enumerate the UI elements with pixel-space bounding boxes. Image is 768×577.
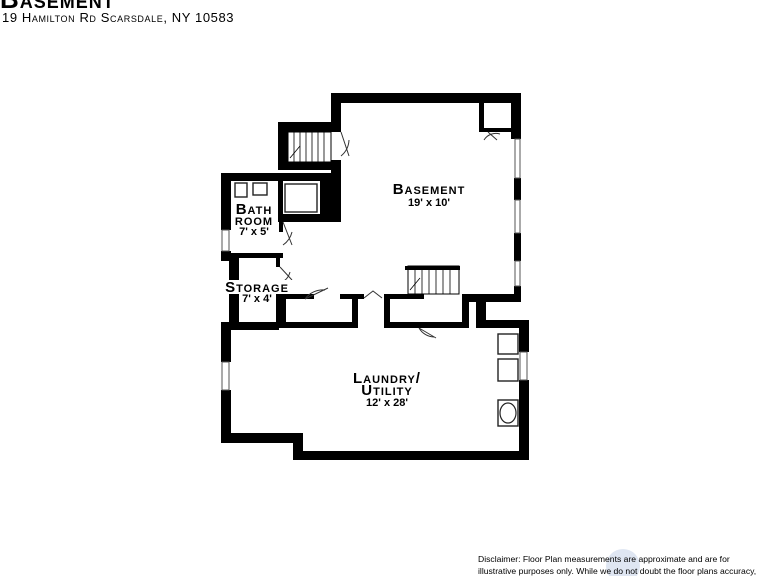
room-label-basement: Basement 19' x 10' — [393, 181, 466, 209]
bathroom-dims: 7' x 5' — [239, 226, 269, 238]
property-address: 19 Hamilton Rd Scarsdale, NY 10583 — [2, 10, 235, 25]
windows — [221, 138, 528, 391]
stairs-lower — [405, 265, 460, 295]
watermark-badge — [606, 549, 640, 576]
disclaimer-line-1: Disclaimer: Floor Plan measurements are … — [478, 554, 730, 564]
title-block: Basement 19 Hamilton Rd Scarsdale, NY 10… — [0, 0, 768, 32]
bath-fixtures — [234, 182, 318, 213]
laundry-name-line2: Utility — [361, 382, 412, 399]
room-label-bathroom: Bath room 7' x 5' — [235, 201, 273, 238]
laundry-walls — [221, 320, 529, 460]
room-label-storage: Storage 7' x 4' — [219, 279, 295, 305]
room-label-laundry: Laundry/ Utility 12' x 28' — [353, 370, 421, 409]
laundry-fixtures — [497, 333, 519, 427]
storage-dims: 7' x 4' — [242, 293, 272, 305]
bathroom-walls — [221, 173, 283, 261]
basement-dims: 19' x 10' — [408, 197, 450, 209]
plan-title: Basement — [0, 0, 115, 15]
disclaimer: Disclaimer: Floor Plan measurements are … — [478, 553, 768, 577]
bathroom-name-line1: Bath — [236, 201, 273, 218]
laundry-name-line1: Laundry/ — [353, 370, 421, 387]
storage-name: Storage — [225, 279, 289, 296]
basement-walls — [221, 93, 521, 302]
disclaimer-line-2: illustrative purposes only. While we do … — [478, 566, 757, 576]
basement-name: Basement — [393, 181, 466, 198]
bathroom-name-line2: room — [235, 212, 273, 229]
stairs-upper — [287, 131, 332, 163]
laundry-dims: 12' x 28' — [366, 397, 408, 409]
door-swings — [279, 131, 501, 339]
